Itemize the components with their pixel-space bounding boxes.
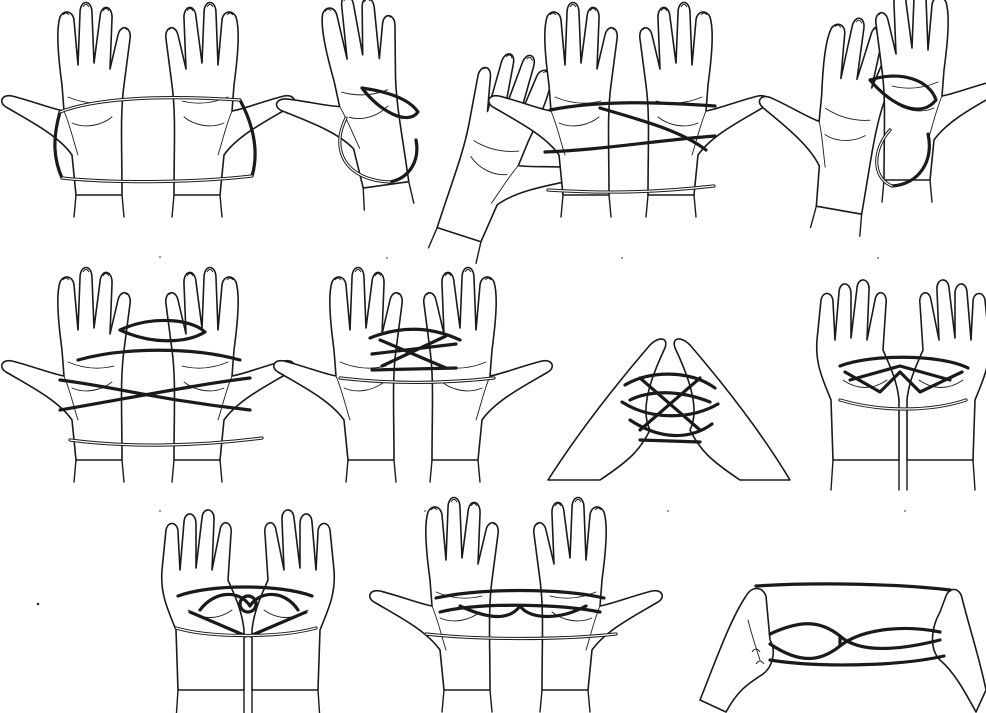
panel-10 <box>370 498 663 713</box>
right-hand <box>674 339 790 480</box>
panel-7 <box>548 339 790 480</box>
left-hand <box>370 498 498 713</box>
left-hand <box>274 268 402 483</box>
right-hand <box>933 589 986 712</box>
left-hand <box>700 589 773 713</box>
panel-1 <box>2 3 295 218</box>
string-figure <box>756 584 950 665</box>
left-hand <box>548 339 666 480</box>
panel-4 <box>739 0 986 237</box>
right-hand <box>166 268 294 483</box>
right-hand <box>424 268 552 483</box>
left-hand <box>263 0 420 220</box>
right-hand <box>166 3 294 218</box>
right-hand <box>640 3 768 218</box>
panel-5 <box>2 268 295 483</box>
panel-8 <box>817 280 986 490</box>
panel-11 <box>700 584 986 712</box>
left-hand <box>2 268 130 483</box>
hands <box>817 280 986 490</box>
panel-9 <box>162 510 335 713</box>
panel-6 <box>274 268 553 483</box>
